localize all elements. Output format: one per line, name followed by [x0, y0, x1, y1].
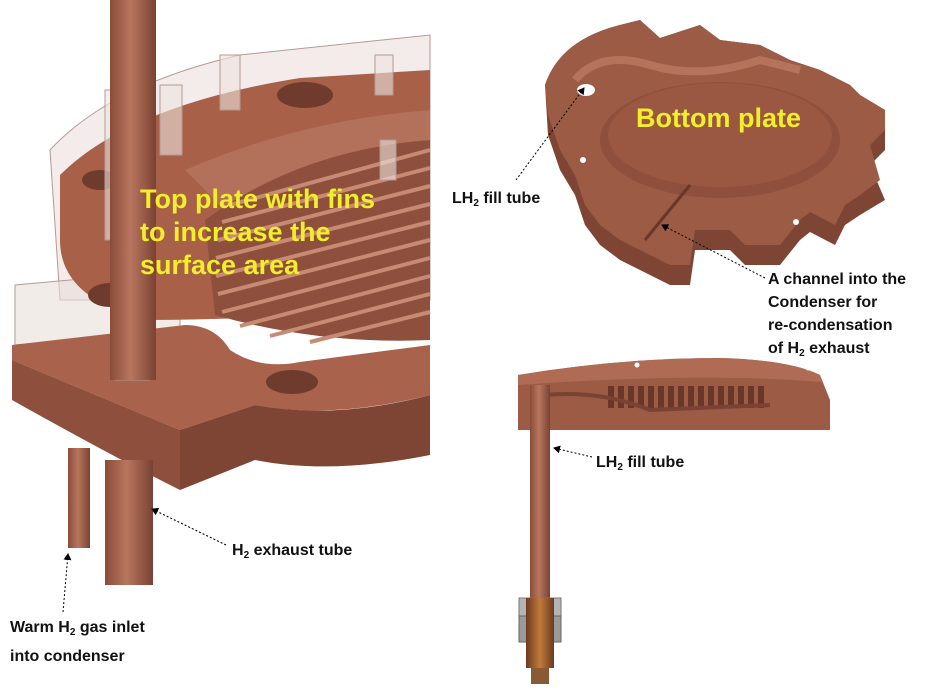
condenser-cross-section — [518, 358, 830, 684]
warm-gas-inlet-line: into condenser — [10, 648, 125, 665]
channel-label: A channel into the Condenser for re-cond… — [768, 268, 906, 360]
channel-label-line: Condenser for — [768, 294, 878, 311]
top-plate-label: Top plate with fins to increase the surf… — [140, 183, 375, 282]
arrow-lh2-fill-top — [515, 87, 585, 181]
top-plate-label-line: surface area — [140, 250, 300, 280]
leader-arrows — [62, 87, 766, 613]
arrow-warm-inlet — [62, 553, 72, 613]
warm-gas-inlet-line: Warm H2 gas inlet — [10, 619, 145, 638]
arrow-lh2-fill-bottom — [553, 445, 593, 458]
top-plate-fins — [215, 148, 431, 344]
channel-label-line: of H2 exhaust — [768, 340, 870, 359]
top-plate-assembly — [12, 0, 431, 585]
warm-gas-inlet-label: Warm H2 gas inlet into condenser — [10, 613, 145, 671]
arrow-h2-exhaust — [151, 508, 227, 546]
bottom-plate-label: Bottom plate — [636, 103, 801, 133]
bottom-plate — [545, 20, 885, 285]
cross-section-fins — [608, 386, 764, 408]
h2-exhaust-tube-label: H2 exhaust tube — [232, 542, 353, 561]
lh2-fill-tube-label-bottom: LH2 fill tube — [596, 454, 685, 473]
channel-label-line: A channel into the — [768, 271, 907, 288]
channel-label-line: re-condensation — [768, 317, 893, 334]
top-plate-label-line: Top plate with fins — [140, 184, 375, 214]
lh2-fill-tube-label-top: LH2 fill tube — [452, 190, 541, 209]
top-plate-label-line: to increase the — [140, 217, 331, 247]
arrow-channel — [661, 224, 766, 279]
